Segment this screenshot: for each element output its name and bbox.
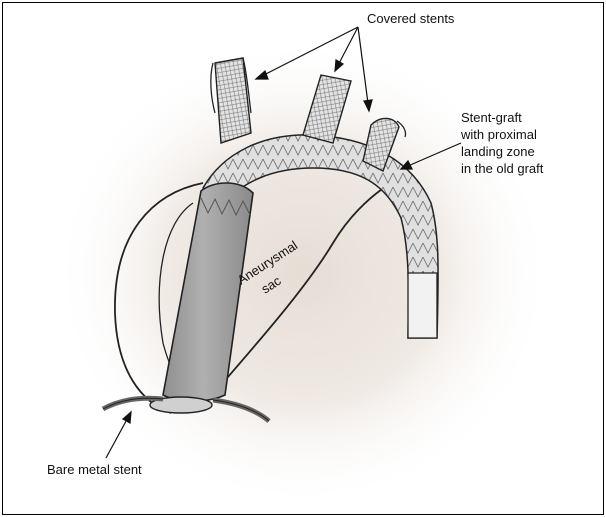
descending-graft-end: [407, 272, 438, 339]
stent-graft-label-line-2: with proximal: [460, 127, 537, 142]
stent-graft-arrow: [399, 142, 462, 170]
covered-stent-carotid: [302, 74, 352, 144]
covered-stent-brachiocephalic: [214, 57, 252, 144]
stent-graft-label-line-3: landing zone: [461, 144, 535, 159]
subclavian-vessel: [396, 120, 407, 138]
aorta-diagram: Covered stents Stent-graft with proximal…: [47, 11, 553, 508]
ascending-graft-zigzag: [200, 197, 251, 217]
bare-metal-stent-edge: [102, 397, 270, 422]
branch-vessel-1: [210, 57, 252, 114]
covered-stent-subclavian: [362, 117, 400, 172]
stent-graft-label-line-1: Stent-graft: [461, 110, 522, 125]
background-shadow: [53, 38, 553, 508]
covered-stents-label: Covered stents: [367, 11, 455, 26]
bare-metal-stent-label: Bare metal stent: [47, 462, 142, 477]
bare-metal-stent-arrow: [105, 410, 132, 459]
ascending-graft-base: [149, 396, 213, 414]
stent-graft-label-line-4: in the old graft: [461, 161, 544, 176]
covered-stents-arrows: [254, 26, 373, 113]
